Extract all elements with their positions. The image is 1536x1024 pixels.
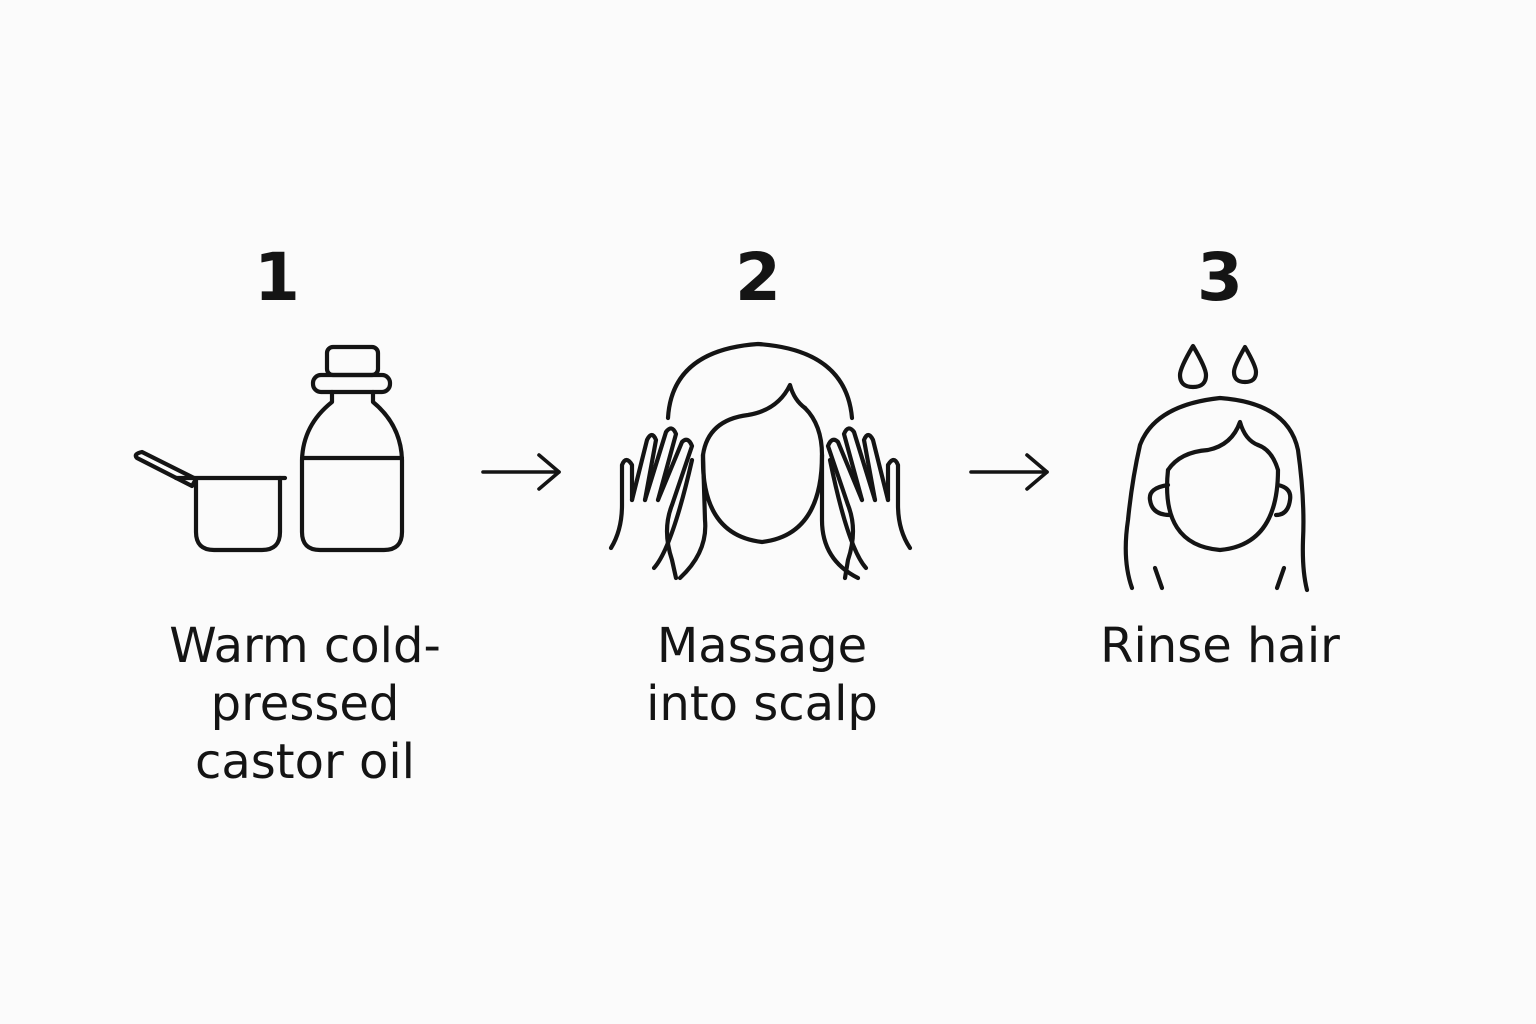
step-3-number: 3 — [1197, 239, 1243, 316]
oil-bottle-icon — [299, 344, 405, 553]
step-3-label: Rinse hair — [1100, 618, 1340, 674]
scalp-massage-icon — [608, 341, 913, 581]
arrow-right-icon — [969, 453, 1049, 491]
step-2-label: Massage into scalp — [646, 618, 878, 732]
step-2-number: 2 — [735, 239, 781, 316]
saucepan-icon — [133, 449, 288, 553]
arrow-right-icon — [481, 453, 561, 491]
water-drop-icon — [1177, 343, 1209, 390]
rinse-hair-icon — [1123, 343, 1310, 593]
step-1-number: 1 — [254, 239, 300, 316]
step-1-label: Warm cold-pressed castor oil — [169, 618, 441, 790]
water-drop-icon — [1231, 344, 1259, 385]
